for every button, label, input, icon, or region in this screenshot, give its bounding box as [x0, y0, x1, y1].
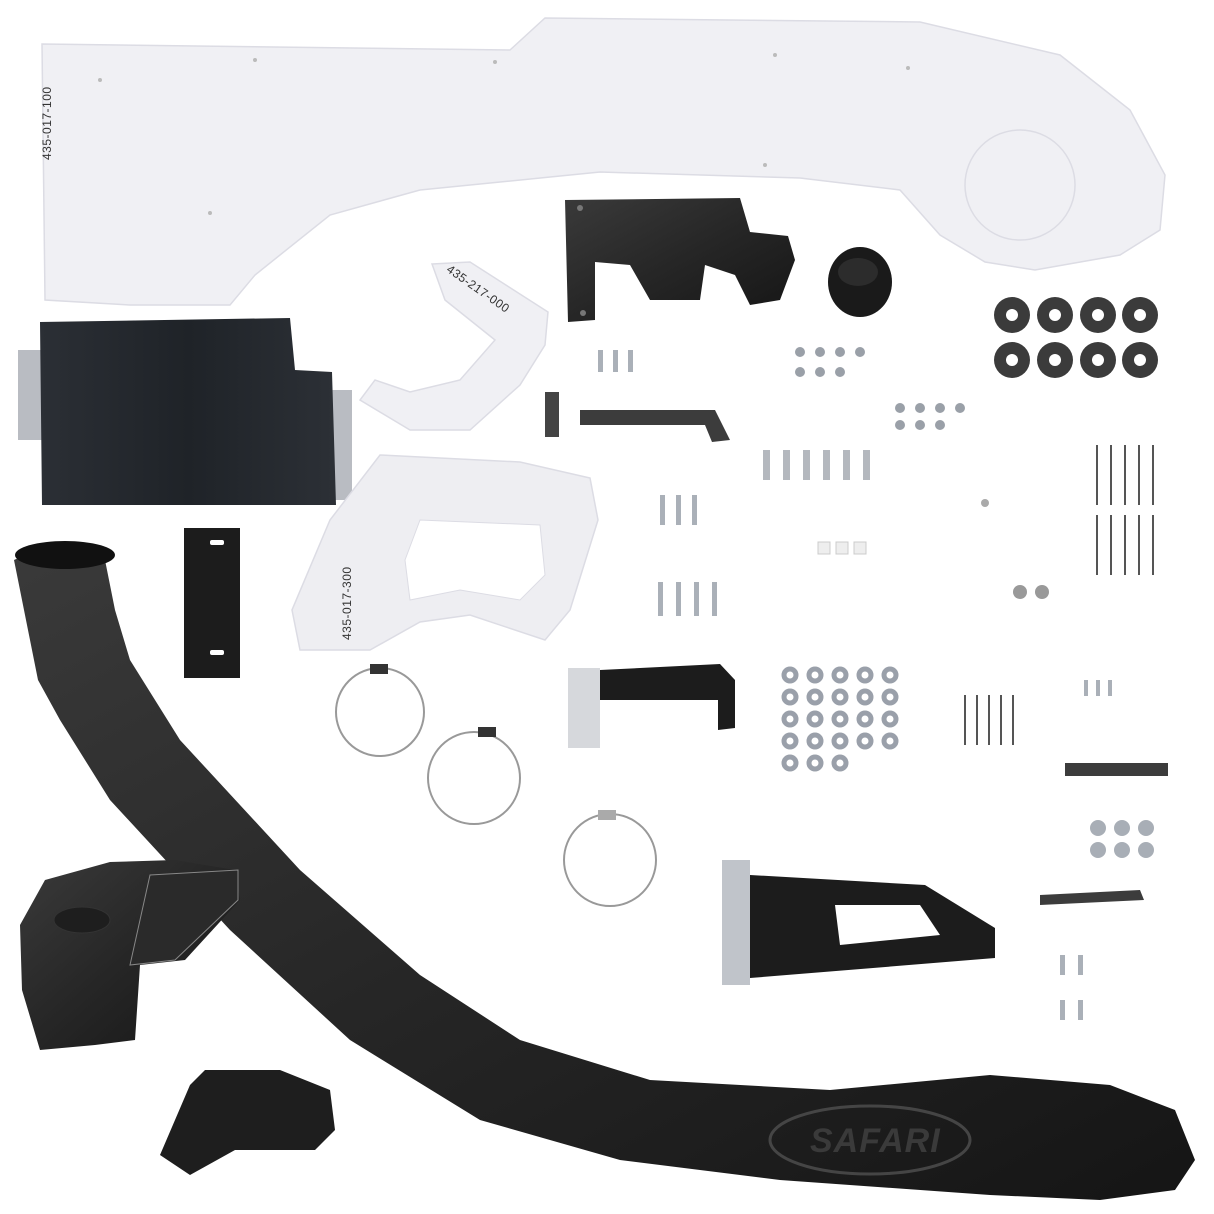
flat-bar-long: [580, 410, 730, 442]
plastic-clips: [817, 541, 867, 555]
hose-clamps: [335, 667, 657, 907]
mounting-plate-left: [18, 318, 352, 505]
nuts: [795, 347, 965, 430]
rubber-washers: [994, 297, 1158, 378]
rivets: [964, 445, 1154, 745]
lower-elbow: [160, 1070, 335, 1175]
guard-large: [41, 17, 1166, 306]
air-ram-head: [20, 860, 240, 1050]
engine-bracket-top: [565, 198, 795, 322]
bolts: [598, 350, 1112, 696]
flat-bar-small: [545, 392, 559, 437]
snorkel-logo: SAFARI: [810, 1122, 941, 1160]
flat-bar-right: [1065, 763, 1168, 776]
flat-washers: [781, 666, 899, 772]
nylon-nuts: [1090, 820, 1154, 858]
snorkel-body: [14, 541, 1195, 1200]
spacers: [763, 450, 870, 480]
guard-small: [358, 261, 549, 431]
label-guard-mid: 435-017-300: [340, 566, 354, 640]
label-guard-large: 435-017-100: [40, 86, 54, 160]
small-bracket: [184, 528, 240, 678]
bracket-mid: [568, 664, 735, 748]
bracket-lower-right: [722, 860, 995, 985]
